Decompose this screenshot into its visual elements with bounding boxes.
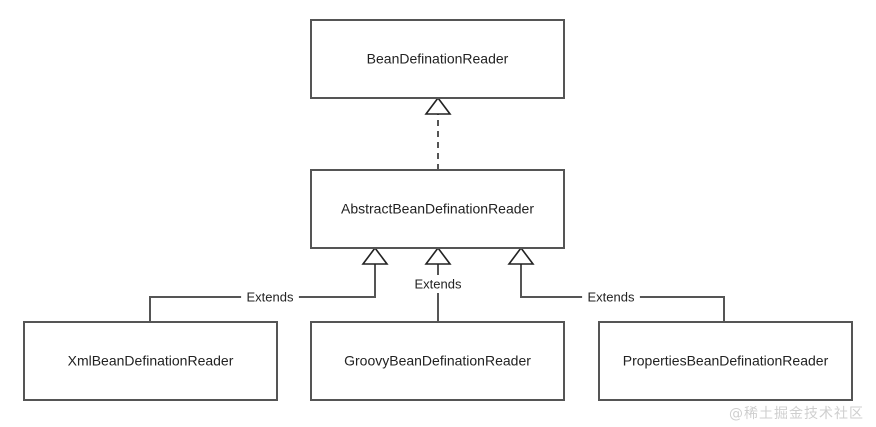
edge-label: Extends — [415, 276, 462, 291]
class-box-label: BeanDefinationReader — [367, 51, 509, 67]
inheritance-arrow-icon — [507, 246, 535, 265]
edge-label: Extends — [247, 289, 294, 304]
class-box-label: XmlBeanDefinationReader — [68, 353, 234, 369]
class-box-label: PropertiesBeanDefinationReader — [623, 353, 829, 369]
class-box-frame[interactable] — [310, 19, 565, 99]
edge-label-backdrop — [582, 288, 640, 306]
edge-edge-extends-xml: Extends — [149, 246, 389, 322]
edge-label-backdrop — [241, 288, 299, 306]
inheritance-arrow-icon — [424, 96, 452, 115]
class-box-frame[interactable] — [23, 321, 278, 401]
class-box-properties-bean-defination-reader[interactable]: PropertiesBeanDefinationReader — [598, 321, 853, 401]
edge-edge-implements — [424, 96, 452, 170]
class-box-label: AbstractBeanDefinationReader — [341, 201, 534, 217]
class-box-abstract-bean-defination-reader[interactable]: AbstractBeanDefinationReader — [310, 169, 565, 249]
edge-edge-extends-properties: Extends — [507, 246, 725, 322]
class-box-frame[interactable] — [310, 169, 565, 249]
class-box-frame[interactable] — [310, 321, 565, 401]
class-box-bean-defination-reader[interactable]: BeanDefinationReader — [310, 19, 565, 99]
class-box-xml-bean-defination-reader[interactable]: XmlBeanDefinationReader — [23, 321, 278, 401]
inheritance-arrow-icon — [424, 246, 452, 265]
inheritance-arrow-icon — [361, 246, 389, 265]
class-box-label: GroovyBeanDefinationReader — [344, 353, 531, 369]
watermark-text: @稀土掘金技术社区 — [729, 406, 864, 422]
edge-edge-extends-groovy: Extends — [409, 246, 467, 322]
edge-label: Extends — [588, 289, 635, 304]
class-box-frame[interactable] — [598, 321, 853, 401]
edge-label-backdrop — [409, 275, 467, 293]
nodes-layer: BeanDefinationReaderAbstractBeanDefinati… — [23, 19, 853, 401]
class-box-groovy-bean-defination-reader[interactable]: GroovyBeanDefinationReader — [310, 321, 565, 401]
